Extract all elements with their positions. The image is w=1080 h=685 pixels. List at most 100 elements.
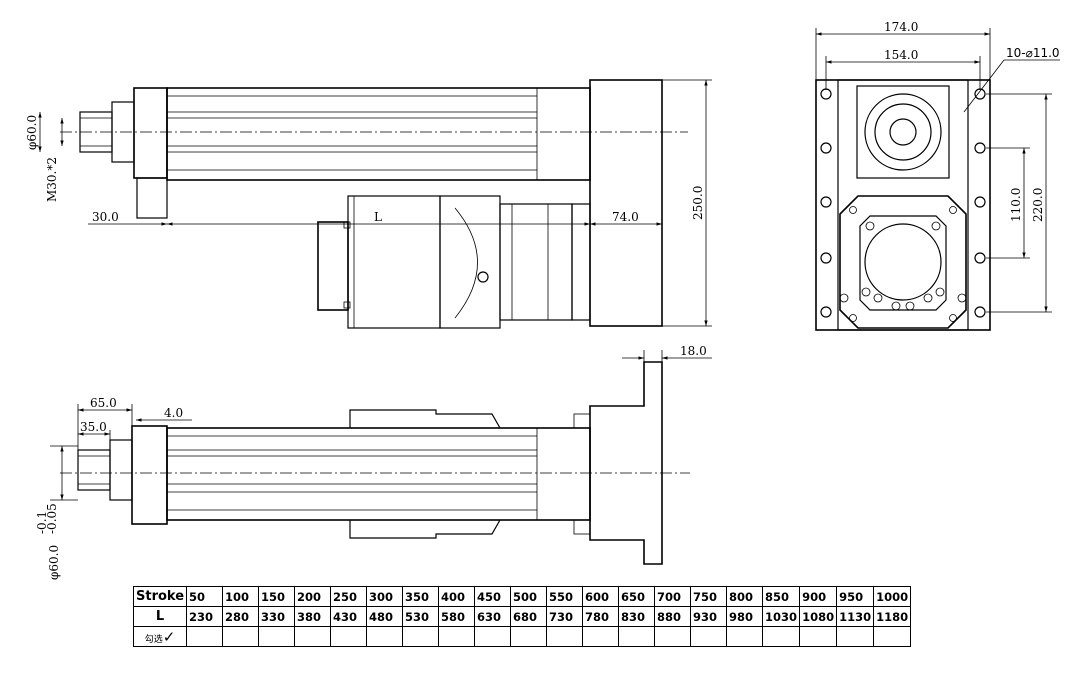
dim-tol-upper: -0.1	[35, 511, 49, 534]
motor-connector	[317, 221, 349, 311]
end-view: 174.0 154.0 10-⌀11.0 110.0 220.0	[815, 20, 1060, 331]
select-cell[interactable]	[654, 626, 692, 647]
stroke-cell: 500	[510, 586, 548, 607]
length-cell: 680	[510, 606, 548, 627]
select-cell[interactable]	[873, 626, 912, 647]
select-row-label: 勾选✓	[132, 626, 188, 647]
length-cell: 330	[258, 606, 296, 627]
select-cell[interactable]	[330, 626, 368, 647]
motor-flange	[839, 195, 967, 329]
length-cell: 230	[186, 606, 224, 627]
stroke-cell: 200	[294, 586, 332, 607]
dim-outer-height: 220.0	[1031, 188, 1045, 222]
length-cell: 980	[726, 606, 764, 627]
stroke-cell: 450	[474, 586, 512, 607]
stroke-cell: 250	[330, 586, 368, 607]
side-view: φ60.0 M30.*2 30.0 L 74.0 250.0	[25, 79, 712, 329]
select-cell[interactable]	[474, 626, 512, 647]
dim-tol-lower: -0.05	[45, 503, 59, 534]
dim-length: L	[374, 210, 382, 224]
top-tube	[166, 427, 591, 521]
select-cell[interactable]	[366, 626, 404, 647]
length-cell: 1030	[762, 606, 801, 627]
select-cell[interactable]	[762, 626, 801, 647]
select-cell[interactable]	[546, 626, 584, 647]
length-cell: 830	[618, 606, 656, 627]
stroke-cell: 150	[258, 586, 296, 607]
dim-hole-spacing: 154.0	[884, 48, 918, 62]
gearbox-port	[477, 271, 489, 283]
dim-height: 250.0	[691, 186, 705, 220]
stroke-cell: 950	[836, 586, 875, 607]
select-row: 勾选✓	[132, 626, 912, 647]
end-plate	[815, 79, 991, 331]
coupling	[499, 203, 573, 321]
stroke-cell: 300	[366, 586, 404, 607]
stroke-row-label: Stroke	[132, 586, 188, 607]
select-label: 勾选	[144, 634, 163, 645]
dim-inner-height: 110.0	[1009, 188, 1023, 222]
stroke-cell: 650	[618, 586, 656, 607]
stroke-table: Stroke 50 100 150 200 250 300 350 400 45…	[132, 586, 912, 647]
select-cell[interactable]	[222, 626, 260, 647]
length-cell: 380	[294, 606, 332, 627]
length-cell: 480	[366, 606, 404, 627]
select-cell[interactable]	[402, 626, 440, 647]
length-cell: 1180	[873, 606, 912, 627]
actuator-tube	[166, 87, 591, 181]
select-cell[interactable]	[726, 626, 764, 647]
front-block	[133, 87, 168, 179]
motor-bore	[864, 223, 942, 301]
select-cell[interactable]	[510, 626, 548, 647]
stroke-cell: 400	[438, 586, 476, 607]
dim-top-shaft-dia: φ60.0	[47, 545, 61, 580]
check-icon: ✓	[162, 627, 176, 646]
stroke-cell: 350	[402, 586, 440, 607]
dim-overall-width: 174.0	[884, 20, 918, 34]
select-cell[interactable]	[690, 626, 728, 647]
dim-motor-offset: 74.0	[612, 210, 639, 224]
stroke-cell: 700	[654, 586, 692, 607]
dim-thread: M30.*2	[45, 157, 59, 202]
length-cell: 630	[474, 606, 512, 627]
length-cell: 930	[690, 606, 728, 627]
select-cell[interactable]	[618, 626, 656, 647]
rear-housing	[589, 79, 663, 327]
stroke-cell: 550	[546, 586, 584, 607]
length-cell: 580	[438, 606, 476, 627]
select-cell[interactable]	[438, 626, 476, 647]
dim-thread-length: 35.0	[80, 420, 107, 434]
length-row-label: L	[132, 606, 188, 627]
gearbox	[439, 195, 501, 329]
select-cell[interactable]	[294, 626, 332, 647]
length-row: L 230 280 330 380 430 480 530 580 630 68…	[132, 606, 912, 627]
length-cell: 430	[330, 606, 368, 627]
dim-step: 4.0	[164, 406, 183, 420]
dim-flange-thickness: 18.0	[680, 344, 707, 358]
stroke-cell: 100	[222, 586, 260, 607]
select-cell[interactable]	[582, 626, 620, 647]
dim-holes: 10-⌀11.0	[1006, 46, 1060, 60]
length-cell: 880	[654, 606, 692, 627]
motor-body	[347, 195, 441, 329]
top-flange	[589, 361, 663, 565]
select-cell[interactable]	[799, 626, 838, 647]
select-cell[interactable]	[186, 626, 224, 647]
stroke-row: Stroke 50 100 150 200 250 300 350 400 45…	[132, 586, 912, 607]
upper-bore	[856, 85, 950, 179]
select-cell[interactable]	[836, 626, 875, 647]
stroke-cell: 1000	[873, 586, 912, 607]
select-cell[interactable]	[258, 626, 296, 647]
dim-shaft-length: 65.0	[90, 396, 117, 410]
top-front-block	[131, 425, 168, 525]
stroke-cell: 850	[762, 586, 801, 607]
stroke-cell: 900	[799, 586, 838, 607]
length-cell: 1080	[799, 606, 838, 627]
foot-block	[136, 177, 168, 219]
stroke-cell: 800	[726, 586, 764, 607]
stroke-cell: 50	[186, 586, 224, 607]
length-cell: 730	[546, 606, 584, 627]
dim-shaft-dia: φ60.0	[25, 115, 39, 150]
length-cell: 1130	[836, 606, 875, 627]
